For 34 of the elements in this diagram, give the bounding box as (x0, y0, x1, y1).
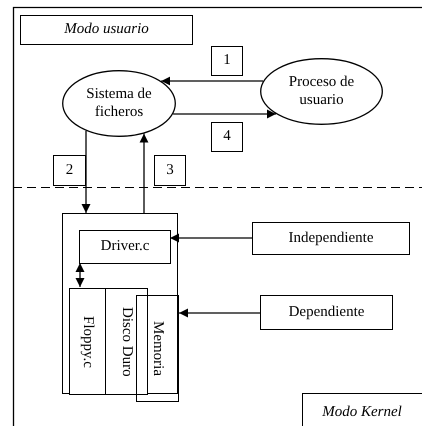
arrow (173, 110, 276, 118)
driver-group-box (62, 213, 178, 394)
mode-label-box (20, 15, 193, 45)
mode-label-box (302, 393, 422, 426)
step-number-box (211, 122, 243, 152)
arrow (179, 308, 260, 318)
vertical-label: Memoria (149, 321, 166, 376)
label: 4 (223, 128, 231, 146)
module-box (69, 288, 106, 395)
label: Driver.c (100, 238, 150, 256)
step-number-box (211, 46, 243, 76)
arrow (170, 234, 252, 242)
label-box (252, 222, 410, 255)
label: Modo Kernel (322, 404, 402, 422)
arrow (140, 134, 148, 213)
label: Proceso de usuario (288, 74, 356, 109)
arrow (82, 130, 90, 213)
step-number-box (53, 155, 86, 186)
label: 2 (66, 162, 74, 180)
step-number-box (154, 155, 186, 186)
vertical-label: Disco Duro (118, 306, 136, 376)
label: 1 (223, 52, 231, 70)
label: Modo usuario (64, 21, 149, 39)
label-box (260, 295, 393, 330)
label: 3 (166, 162, 174, 180)
arrow (161, 76, 264, 86)
label: Sistema de ficheros (85, 86, 153, 121)
module-box (105, 288, 148, 395)
label: Dependiente (288, 304, 364, 322)
label: Independiente (288, 230, 374, 248)
arrow (76, 263, 84, 287)
module-box (79, 230, 171, 264)
module-box (136, 295, 179, 402)
vertical-label: Floppy.c (79, 316, 96, 368)
